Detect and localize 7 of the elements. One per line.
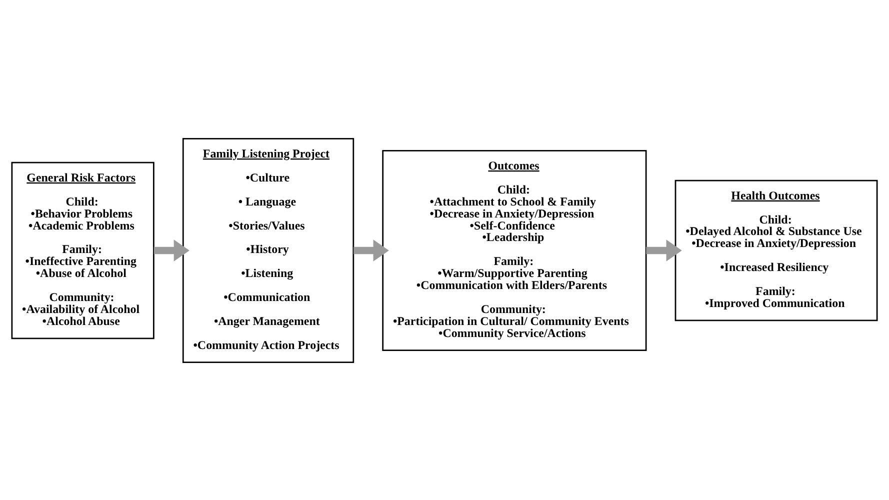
node-box: Family Listening Project •Culture • Language •Stories/Values •History •Listening •Communication •Anger Management •Community Action Projects: [182, 138, 354, 362]
arrow: [354, 239, 389, 261]
node-box: General Risk Factors Child: •Behavior Problems •Academic Problems Family: •Ineffective Parenting •Abuse of Alcohol Community: •Availability of Alcohol •Alcohol Abuse: [11, 161, 154, 339]
arrow: [154, 239, 190, 261]
node-box: Outcomes Child: •Attachment to School & Family •Decrease in Anxiety/Depression •Self-Confidence •Leadership Family: •Warm/Supportive Parenting •Communication with Elders/Parents Community: •Participation in Cultural/ Community Events •Community Service/Actions: [382, 149, 647, 351]
node-box: Health Outcomes Child: •Delayed Alcohol & Substance Use •Decrease in Anxiety/Depression •Increased Resiliency Family: •Improved Communication: [674, 179, 878, 321]
arrow: [646, 239, 682, 261]
